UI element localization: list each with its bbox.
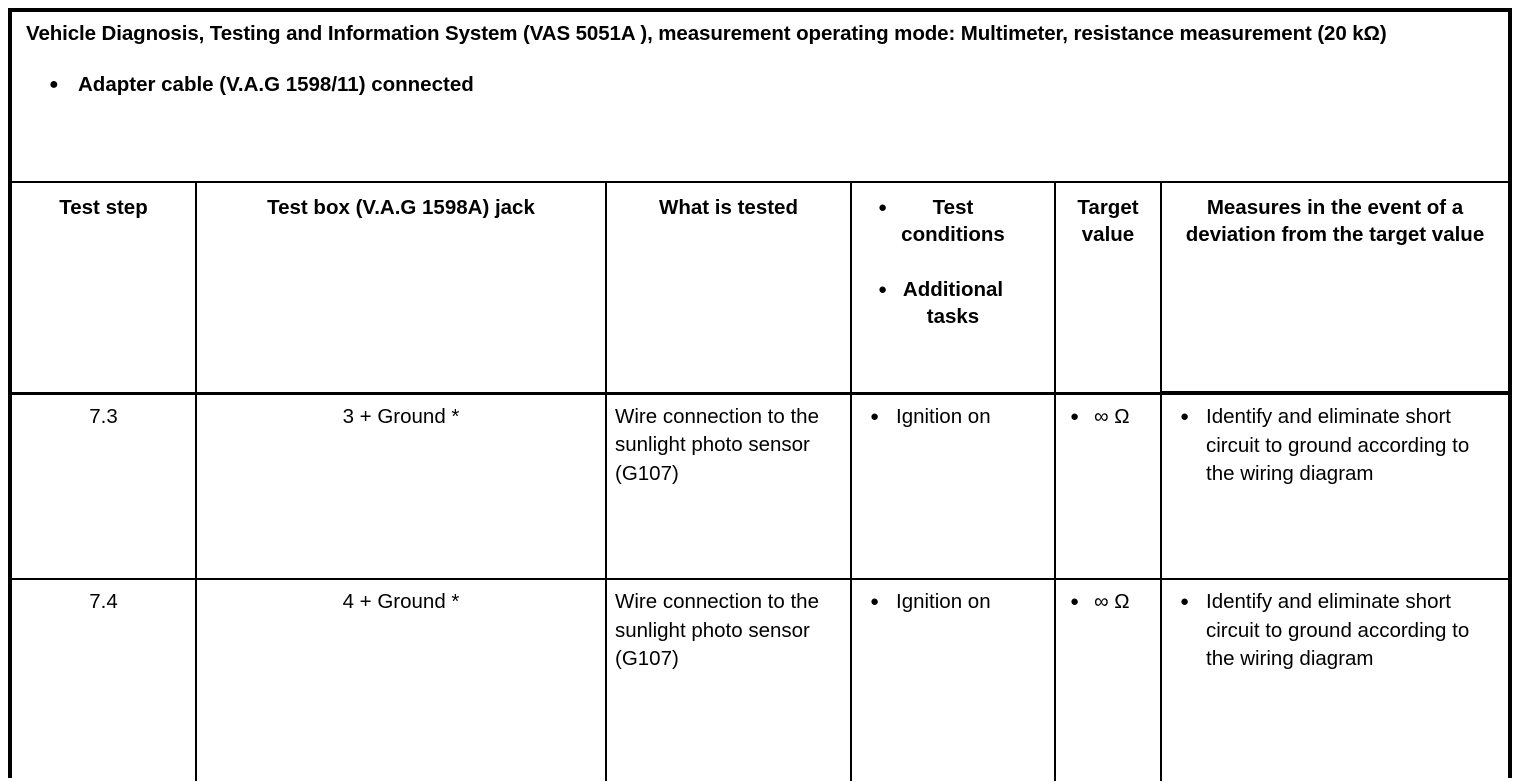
- column-header-bullet-list: ● Test conditions ● Additional tasks: [858, 194, 1048, 330]
- cell-test-step: 7.3: [12, 393, 196, 580]
- column-header-bullet-additional-tasks: ● Additional tasks: [878, 276, 1023, 330]
- cell-measures: ● Identify and eliminate short circuit t…: [1160, 579, 1508, 781]
- target-value-item: ● ∞ Ω: [1064, 403, 1152, 432]
- bullet-icon: ●: [870, 593, 880, 610]
- table-row: 7.4 4 + Ground * Wire connection to the …: [12, 579, 1508, 781]
- column-header-test-step: Test step: [12, 183, 196, 395]
- cell-test-step: 7.4: [12, 579, 196, 781]
- cell-test-conditions: ● Ignition on: [850, 393, 1055, 580]
- cell-measures: ● Identify and eliminate short circuit t…: [1160, 393, 1508, 580]
- intro-bullet-item: ● Adapter cable (V.A.G 1598/11) connecte…: [26, 72, 1494, 98]
- cell-test-box-jack: 3 + Ground *: [195, 393, 606, 580]
- bullet-icon: ●: [1070, 407, 1080, 425]
- table-row: 7.3 3 + Ground * Wire connection to the …: [12, 393, 1508, 580]
- column-header-bullet-label: Test conditions: [901, 196, 1005, 246]
- target-value-list: ● ∞ Ω: [1064, 588, 1152, 617]
- measure-label: Identify and eliminate short circuit to …: [1206, 590, 1470, 670]
- cell-target-value: ● ∞ Ω: [1054, 393, 1161, 580]
- bullet-icon: ●: [1070, 593, 1080, 610]
- column-header-what-is-tested: What is tested: [605, 183, 851, 395]
- measure-label: Identify and eliminate short circuit to …: [1206, 405, 1470, 485]
- table-header-row: Test step Test box (V.A.G 1598A) jack Wh…: [12, 183, 1508, 395]
- cell-what-is-tested: Wire connection to the sunlight photo se…: [605, 579, 851, 781]
- test-condition-item: ● Ignition on: [860, 403, 1046, 432]
- cell-target-value: ● ∞ Ω: [1054, 579, 1161, 781]
- intro-block: Vehicle Diagnosis, Testing and Informati…: [12, 12, 1508, 183]
- table-header: Test step Test box (V.A.G 1598A) jack Wh…: [12, 183, 1508, 395]
- table-body: 7.3 3 + Ground * Wire connection to the …: [12, 393, 1508, 781]
- column-header-test-conditions: ● Test conditions ● Additional tasks: [850, 183, 1055, 395]
- cell-test-box-jack: 4 + Ground *: [195, 579, 606, 781]
- document-title: Vehicle Diagnosis, Testing and Informati…: [26, 22, 1387, 45]
- bullet-icon: ●: [870, 407, 880, 425]
- bullet-icon: ●: [1180, 593, 1190, 610]
- bullet-icon: ●: [1180, 408, 1190, 425]
- test-condition-label: Ignition on: [896, 590, 991, 613]
- column-header-bullet-test-conditions: ● Test conditions: [878, 194, 1023, 248]
- column-header-measures: Measures in the event of a deviation fro…: [1160, 183, 1508, 395]
- test-steps-table: Test step Test box (V.A.G 1598A) jack Wh…: [12, 183, 1508, 781]
- column-header-bullet-label: Additional tasks: [902, 278, 1004, 328]
- measure-item: ● Identify and eliminate short circuit t…: [1170, 588, 1500, 674]
- bullet-icon: ●: [878, 281, 888, 298]
- test-conditions-list: ● Ignition on: [860, 588, 1046, 617]
- intro-bullet-label: Adapter cable (V.A.G 1598/11) connected: [78, 73, 474, 96]
- target-value-list: ● ∞ Ω: [1064, 403, 1152, 432]
- target-value-label: ∞ Ω: [1094, 590, 1130, 613]
- target-value-label: ∞ Ω: [1094, 404, 1130, 428]
- bullet-icon: ●: [49, 76, 59, 93]
- test-condition-item: ● Ignition on: [860, 588, 1046, 617]
- target-value-item: ● ∞ Ω: [1064, 588, 1152, 617]
- measures-list: ● Identify and eliminate short circuit t…: [1170, 403, 1500, 489]
- test-conditions-list: ● Ignition on: [860, 403, 1046, 432]
- intro-bullet-list: ● Adapter cable (V.A.G 1598/11) connecte…: [26, 72, 1494, 98]
- test-condition-label: Ignition on: [896, 404, 991, 428]
- bullet-icon: ●: [878, 199, 888, 216]
- cell-test-conditions: ● Ignition on: [850, 579, 1055, 781]
- document-frame: Vehicle Diagnosis, Testing and Informati…: [8, 8, 1512, 781]
- cell-what-is-tested: Wire connection to the sunlight photo se…: [605, 393, 851, 580]
- measure-item: ● Identify and eliminate short circuit t…: [1170, 403, 1500, 489]
- measures-list: ● Identify and eliminate short circuit t…: [1170, 588, 1500, 674]
- column-header-test-box-jack: Test box (V.A.G 1598A) jack: [195, 183, 606, 395]
- column-header-target-value: Target value: [1054, 183, 1161, 395]
